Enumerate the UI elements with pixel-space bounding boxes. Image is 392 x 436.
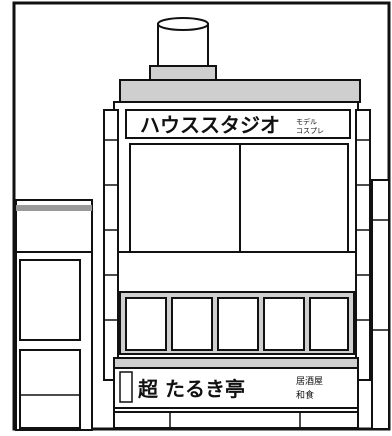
bottom-signboard: 超 たるき亭 居酒屋 和食 — [113, 357, 359, 409]
water-tank — [149, 17, 217, 81]
lower-windows — [119, 291, 355, 355]
top-sign-main-text: ハウススタジオ — [140, 113, 280, 137]
bottom-sign-main-text: 超 たるき亭 — [137, 377, 245, 401]
bottom-sign-small-text-2: 和食 — [296, 389, 314, 401]
left-building — [15, 199, 93, 431]
ground-floor — [114, 411, 358, 430]
bottom-sign-small-text-1: 居酒屋 — [296, 376, 323, 387]
bottom-sign-side-box — [119, 371, 133, 403]
upper-window — [129, 143, 349, 253]
wall-band — [117, 251, 357, 293]
top-sign-small-text-2: コスプレ — [296, 127, 324, 135]
roof — [119, 79, 361, 103]
top-signboard: ハウススタジオ モデル コスプレ — [125, 109, 351, 139]
right-building — [371, 179, 390, 430]
top-sign-small-text-1: モデル — [296, 117, 317, 126]
